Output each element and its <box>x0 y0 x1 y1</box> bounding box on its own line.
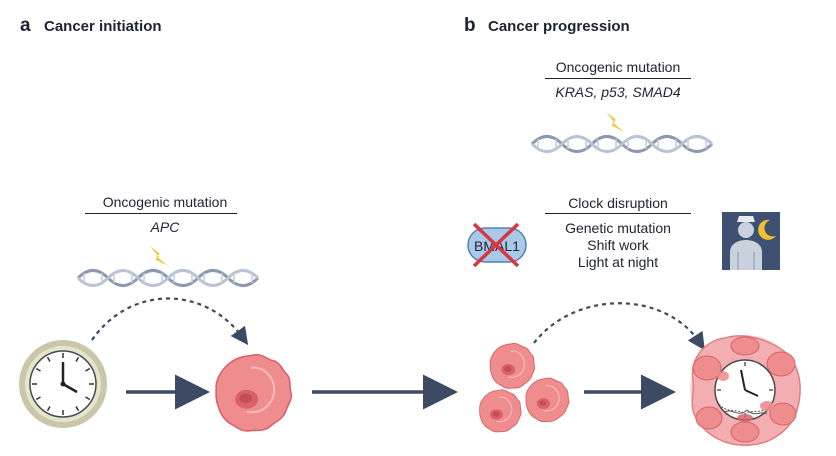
clock-icon <box>19 340 107 428</box>
cancer-cell-icon <box>215 353 293 432</box>
panel-a-title: Cancer initiation <box>44 18 162 35</box>
lightning-icon <box>606 112 624 132</box>
dashed-arc-b <box>533 302 705 351</box>
panel-a-mutation-heading: Oncogenic mutation <box>102 194 228 210</box>
clock-cause-light: Light at night <box>577 254 659 270</box>
panel-b-genes: KRAS, p53, SMAD4 <box>555 84 681 100</box>
dna-helix-icon <box>76 269 260 287</box>
panel-a-gene: APC <box>150 219 180 235</box>
clock-cause-shift-work: Shift work <box>587 237 649 253</box>
panel-b-letter: b <box>464 15 476 36</box>
clock-cause-genetic: Genetic mutation <box>565 220 671 236</box>
cancer-cell-cluster <box>479 342 570 433</box>
panel-b-mutation-heading: Oncogenic mutation <box>555 59 681 75</box>
panel-a-mutation-rule <box>85 213 237 214</box>
panel-b-mutation-rule <box>545 78 691 79</box>
panel-b-title: Cancer progression <box>488 18 630 35</box>
tumor-clock-icon <box>690 335 801 446</box>
dna-helix-icon <box>530 135 714 153</box>
moon-icon <box>758 219 776 240</box>
panel-a-letter: a <box>20 15 31 36</box>
clock-disruption-heading: Clock disruption <box>568 195 668 211</box>
bmal1-crossed-icon: BMAL1 <box>467 222 527 268</box>
nurse-night-icon <box>722 212 780 270</box>
clock-disruption-rule <box>545 213 691 214</box>
dashed-arc-a <box>91 297 249 346</box>
lightning-icon <box>150 246 168 266</box>
